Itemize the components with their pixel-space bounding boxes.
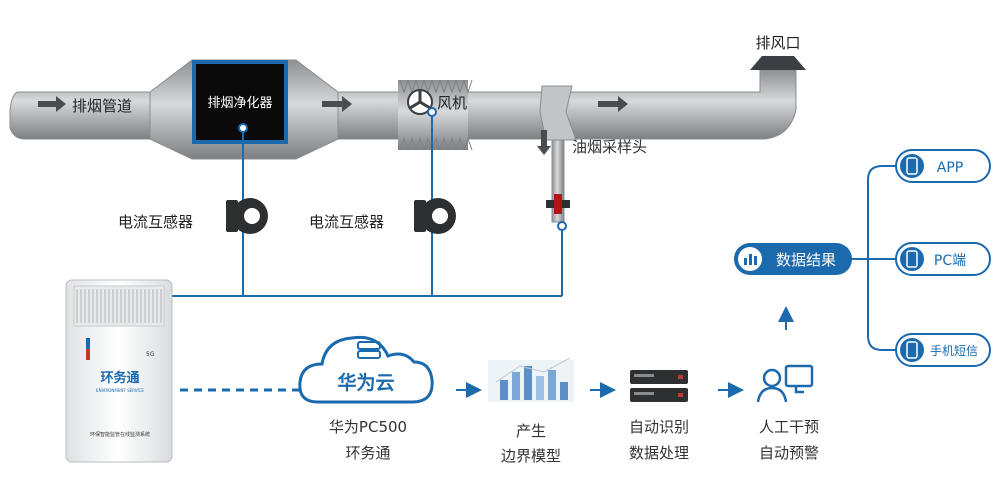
bar-chart-icon [744,254,757,265]
inlet-label: 排烟管道 [72,97,132,115]
device-footer: 环保智能监管在线监测系统 [90,431,150,438]
fan-label: 风机 [437,94,467,112]
purifier-label: 排烟净化器 [207,96,272,111]
device-subtitle: ENVIRONMENT SERVICE [96,388,144,393]
server-icon [357,341,381,359]
output-sms: 手机短信 [895,333,991,367]
current-sensor: 电流互感器 [309,198,456,234]
bellows-rib [455,79,465,94]
bellows-rib [439,79,449,94]
step-2-line-1: 产生 [516,422,546,440]
bellows-rib [423,137,433,151]
sensor-label: 电流互感器 [309,213,384,231]
output-label: APP [937,160,963,176]
bellows-rib [439,137,449,151]
step-3-line-1: 自动识别 [629,418,689,436]
cloud-label: 华为云 [337,371,394,394]
bellows-rib [447,79,457,94]
bellows-rib [431,137,441,151]
current-sensor: 电流互感器 [118,198,268,234]
bellows-rib [415,137,425,151]
device-brand: 环务通 [100,370,139,386]
flow-arrow-icon [38,96,66,112]
sampling-joint [539,85,577,141]
bellows-rib [407,137,417,151]
step-1-line-2: 环务通 [345,444,390,462]
phone-icon [906,341,918,359]
phone-icon [906,157,918,175]
output-pc: PC端 [895,242,991,276]
monitor-device: 5G 环务通 ENVIRONMENT SERVICE 环保智能监管在线监测系统 [65,279,173,463]
output-app: APP [895,149,991,183]
data-result-pill: 数据结果 [734,243,852,275]
duct-system: 排烟管道 排烟净化器 风机 排风口 油烟采样头 [9,34,806,223]
sensor-label: 电流互感器 [118,213,193,231]
bellows-rib [463,79,473,94]
fan-icon [407,89,433,115]
output-bracket [852,165,896,351]
step-4-line-2: 自动预警 [759,444,819,462]
data-server-icon [630,370,688,402]
boundary-model-icon [488,357,574,402]
output-label: PC端 [934,253,966,269]
bellows-rib [399,79,409,94]
bellows-rib [463,137,473,151]
output-label: 手机短信 [930,344,978,358]
step-4-line-1: 人工干预 [759,418,819,436]
sampling-label: 油烟采样头 [572,138,647,156]
result-label: 数据结果 [776,251,836,269]
cloud-icon: 华为云 [298,335,434,404]
wire-nodes [238,107,567,231]
exhaust-label: 排风口 [755,34,800,52]
step-1-line-1: 华为PC500 [329,418,407,436]
bellows-rib [399,137,409,151]
phone-icon [906,250,918,268]
bellows-rib [447,137,457,151]
operator-icon [756,364,814,403]
step-3-line-2: 数据处理 [629,444,689,462]
step-2-line-2: 边界模型 [501,447,561,465]
bellows-rib [431,79,441,94]
device-5g-badge: 5G [146,351,155,358]
flow-arrow-icon [322,96,352,112]
exhaust-cap [750,56,806,70]
down-arrow-icon [537,130,551,155]
flow-arrow-icon [598,96,628,112]
bellows-rib [455,137,465,151]
